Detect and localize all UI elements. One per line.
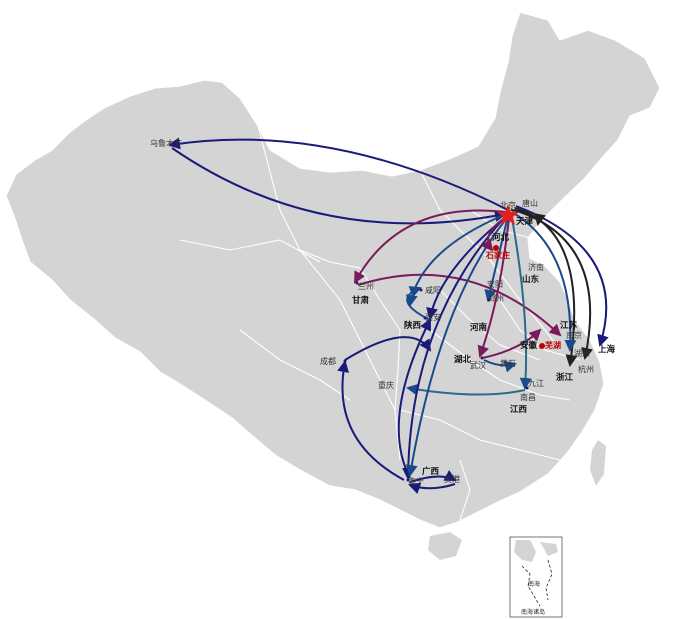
label-anyang: 安阳 [487, 279, 503, 289]
label-anhui: 安徽 [520, 340, 538, 351]
label-zhejiang: 浙江 [556, 372, 574, 383]
label-hebei: 河北 [492, 232, 510, 243]
label-shijiazhuang: 石家庄 [485, 250, 510, 260]
label-beijing: 北京 [500, 200, 516, 210]
flow-arc-urumqi [168, 137, 509, 211]
label-jiangxi: 江西 [510, 404, 528, 415]
city-points [493, 245, 545, 349]
label-tianjin: 天津 [516, 216, 534, 227]
label-hubei: 湖北 [454, 354, 472, 365]
city-dots [170, 143, 529, 482]
label-xianyang: 咸阳 [425, 285, 441, 295]
label-jinan: 济南 [528, 262, 544, 272]
flow-arcs [168, 137, 609, 494]
label-shaanxi: 陕西 [404, 320, 422, 331]
label-wuhu: 芜湖 [545, 340, 561, 350]
south-china-sea-inset: 南海 南海诸岛 [509, 536, 563, 618]
label-huzhou: 湖州 [574, 349, 590, 358]
label-urumqi: 乌鲁木齐 [150, 138, 182, 148]
beijing-hub-star [497, 204, 519, 225]
flow-arc-wuhan [477, 217, 510, 358]
label-nanjing: 南京 [566, 330, 582, 340]
label-xian: 西安 [425, 312, 441, 322]
label-zhengzhou: 郑州 [488, 293, 504, 303]
china-landmass [5, 11, 661, 529]
flow-arc-lanzhou [354, 209, 506, 284]
label-tangshan: 唐山 [522, 198, 538, 208]
label-gansu: 甘肃 [352, 295, 370, 306]
label-hangzhou: 杭州 [578, 364, 594, 374]
map-labels: 乌鲁木齐 北京 唐山 天津 河北 石家庄 济南 山东 兰州 甘肃 安阳 咸阳 西… [150, 138, 616, 486]
inset-title: 南海诸岛 [521, 608, 545, 616]
label-chongqing: 重庆 [378, 380, 394, 390]
label-nanchang: 南昌 [520, 392, 536, 402]
label-huangshi: 黄石 [500, 358, 516, 368]
province-borders [179, 125, 581, 521]
label-chengdu: 成都 [320, 356, 336, 366]
flow-arc-zhengzhou [484, 215, 509, 302]
label-guangxi: 广西 [422, 466, 440, 477]
label-henan: 河南 [470, 322, 488, 333]
flow-arc-shijiazhuang [481, 217, 506, 252]
label-shandong: 山东 [522, 274, 540, 285]
label-jiujiang: 九江 [528, 379, 544, 388]
label-lanzhou: 兰州 [358, 281, 374, 291]
label-wuhan: 武汉 [470, 360, 486, 370]
hainan-island [428, 532, 462, 560]
flow-arc-nanchang [511, 217, 532, 390]
taiwan-island [590, 440, 606, 486]
label-shanghai: 上海 [598, 344, 616, 355]
label-jiangsu: 江苏 [560, 320, 578, 331]
label-nanning: 南宁 [408, 476, 424, 486]
inset-sea-label: 南海 [528, 580, 540, 588]
flow-arc-tianjin [510, 209, 546, 226]
label-guigang: 贵港 [444, 474, 460, 484]
